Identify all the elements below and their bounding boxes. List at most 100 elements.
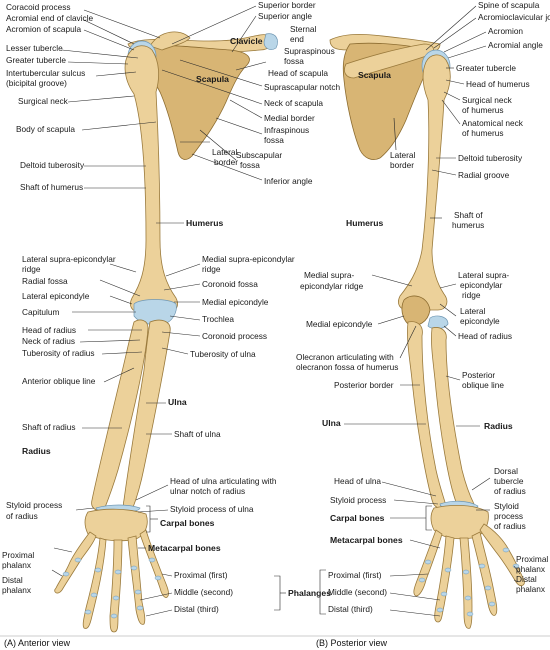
label-dorsal-tubercle-c: of radius (494, 486, 526, 496)
anterior-finger-index (82, 537, 107, 629)
label-phalanx-distal-third: Distal (third) (174, 604, 219, 614)
posterior-radial-head-cart (427, 315, 449, 330)
label-lateral-supra-b: epicondylar (460, 280, 503, 290)
label-distal-phalanx-b: phalanx (2, 585, 32, 595)
label-medial-supra: Medial supra- (304, 270, 355, 280)
label-surgical-neck: Surgical neck (18, 96, 69, 106)
label-metacarpal-bones-posterior: Metacarpal bones (330, 535, 403, 545)
anterior-finger-ring (127, 535, 146, 625)
posterior-leader-lines (344, 5, 521, 583)
label-proximal-phalanx-posterior-b: phalanx (516, 564, 546, 574)
label-greater-tubercle-posterior: Greater tubercle (456, 63, 516, 73)
label-head-of-scapula: Head of scapula (268, 68, 328, 78)
label-surgical-neck-humerus-b: of humerus (462, 105, 504, 115)
anterior-leader-lines (51, 5, 267, 577)
label-coronoid-process: Coronoid process (202, 331, 267, 341)
label-superior-angle: Superior angle (258, 11, 312, 21)
label-styloid-radius-posterior: Styloid (494, 501, 519, 511)
label-deltoid-tuberosity: Deltoid tuberosity (20, 160, 85, 170)
anterior-view-title: (A) Anterior view (4, 638, 71, 648)
anterior-coracoid (149, 31, 191, 51)
label-medial-border: Medial border (264, 113, 315, 123)
label-anatomical-neck-b: of humerus (462, 128, 504, 138)
label-head-of-humerus: Head of humerus (466, 79, 530, 89)
label-lateral-border-a: Lateral (212, 147, 238, 157)
label-neck-of-scapula: Neck of scapula (264, 98, 323, 108)
label-dorsal-tubercle-b: tubercle (494, 476, 524, 486)
label-lateral-epicondyle: Lateral epicondyle (22, 291, 90, 301)
label-lateral-supraepicondylar: Lateral supra-epicondylar (22, 254, 116, 264)
anterior-labels: Coracoid process Acromial end of clavicl… (2, 0, 340, 648)
label-styloid-process-posterior: Styloid process (330, 495, 386, 505)
label-capitulum: Capitulum (22, 307, 59, 317)
label-proximal-phalanx-posterior: Proximal (516, 554, 548, 564)
posterior-finger-joints (418, 547, 520, 617)
label-carpal-bones-posterior: Carpal bones (330, 513, 385, 523)
label-radial-groove: Radial groove (458, 170, 510, 180)
posterior-finger-middle (459, 537, 473, 629)
posterior-view-title: (B) Posterior view (316, 638, 388, 648)
label-shaft-of-humerus-posterior: Shaft of (454, 210, 483, 220)
label-lateral-border-posterior-b: border (390, 160, 414, 170)
label-medial-supra-b: epicondylar ridge (300, 281, 364, 291)
label-inferior-angle: Inferior angle (264, 176, 313, 186)
label-lateral-epicondyle-posterior-b: epicondyle (460, 316, 500, 326)
label-medial-epicondyle-posterior: Medial epicondyle (306, 319, 373, 329)
anterior-finger-joints (62, 557, 162, 619)
label-acromion-scapula: Acromion of scapula (6, 24, 82, 34)
label-lateral-border-b: border (214, 157, 238, 167)
posterior-finger-ring (434, 535, 455, 623)
label-phalanx-middle-posterior: Middle (second) (328, 587, 387, 597)
label-posterior-oblique-line: Posterior (462, 370, 495, 380)
posterior-olecranon (401, 295, 431, 326)
label-sternal: Sternal (290, 24, 316, 34)
label-shaft-of-radius: Shaft of radius (22, 422, 76, 432)
label-scapula-anterior: Scapula (196, 74, 229, 84)
label-acromial-angle: Acromial angle (488, 40, 543, 50)
label-ulna-anterior: Ulna (168, 397, 187, 407)
label-supraspinous-fossa: fossa (284, 56, 304, 66)
label-lesser-tubercle: Lesser tubercle (6, 43, 63, 53)
label-distal-phalanx-posterior: Distal (516, 574, 537, 584)
label-radius-anterior: Radius (22, 446, 51, 456)
posterior-labels: Spine of scapula Acromioclavicular joint… (296, 0, 550, 648)
label-radial-fossa: Radial fossa (22, 276, 68, 286)
label-phalanx-proximal-posterior: Proximal (first) (328, 570, 382, 580)
label-sternal-end: end (290, 34, 304, 44)
label-lateral-supra-c: ridge (462, 290, 481, 300)
label-radius-posterior: Radius (484, 421, 513, 431)
posterior-humerus (398, 54, 451, 311)
label-bicipital-groove: (bicipital groove) (6, 78, 67, 88)
label-styloid-process-radius-b: of radius (6, 511, 38, 521)
label-head-of-radius-posterior: Head of radius (458, 331, 512, 341)
label-dorsal-tubercle: Dorsal (494, 466, 518, 476)
label-subscapular: Subscapular (236, 150, 282, 160)
label-clavicle: Clavicle (230, 36, 263, 46)
label-proximal-phalanx: Proximal (2, 550, 34, 560)
label-phalanges: Phalanges (288, 588, 331, 598)
label-acromion: Acromion (488, 26, 523, 36)
label-shaft-of-ulna: Shaft of ulna (174, 429, 221, 439)
label-tuberosity-of-radius: Tuberosity of radius (22, 348, 95, 358)
label-body-of-scapula: Body of scapula (16, 124, 75, 134)
label-head-ulna-articulating-b: ulnar notch of radius (170, 486, 245, 496)
label-carpal-bones-anterior: Carpal bones (160, 518, 215, 528)
label-deltoid-tuberosity-posterior: Deltoid tuberosity (458, 153, 523, 163)
label-olecranon: Olecranon articulating with (296, 352, 394, 362)
label-spine-of-scapula: Spine of scapula (478, 0, 540, 10)
label-infraspinous-fossa: fossa (264, 135, 284, 145)
label-medial-supraepicondylar-ridge: ridge (202, 264, 221, 274)
anterior-thumb (54, 531, 97, 594)
label-styloid-process-radius: Styloid process (6, 500, 62, 510)
label-coronoid-fossa: Coronoid fossa (202, 279, 258, 289)
label-humerus-anterior: Humerus (186, 218, 223, 228)
label-phalanx-proximal-first: Proximal (first) (174, 570, 228, 580)
label-shaft-of-humerus-posterior-b: humerus (452, 220, 484, 230)
label-acromial-end-clavicle: Acromial end of clavicle (6, 13, 94, 23)
label-neck-of-radius: Neck of radius (22, 336, 75, 346)
label-lateral-supraepicondylar-ridge: ridge (22, 264, 41, 274)
label-lateral-supra: Lateral supra- (458, 270, 509, 280)
label-head-of-ulna: Head of ulna (334, 476, 381, 486)
